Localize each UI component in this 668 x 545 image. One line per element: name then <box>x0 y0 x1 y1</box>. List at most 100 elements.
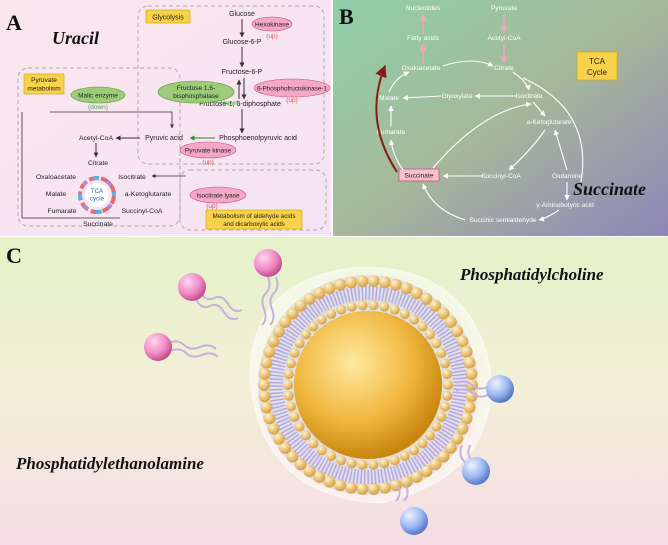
lipid-head-bead <box>326 451 337 462</box>
lipid-head-bead <box>326 308 337 319</box>
lipid-head-bead <box>300 430 311 441</box>
outer-tails <box>269 286 467 484</box>
lipid-head-bead <box>463 356 476 369</box>
node-succinyl-coa: Succinyl-CoA <box>122 208 163 215</box>
lipid-head-bead <box>368 459 379 470</box>
lipid-head-bead <box>357 459 368 470</box>
enzyme-icl-label: Isocitrate lyase <box>196 193 240 200</box>
blue-lipid-3 <box>395 484 428 535</box>
node-pep: Phosphoenolpyruvic acid <box>219 135 297 142</box>
lipid-head-bead <box>437 307 450 320</box>
lipid-head-bead <box>444 316 457 329</box>
hexokinase-regulation: (up) <box>266 33 278 40</box>
enzyme-fbpase-line1: Fructose 1,6- <box>177 85 215 92</box>
lipid-head-bead <box>442 369 453 380</box>
pyruvate-metabolism-box <box>23 73 65 95</box>
arrow-malate-oaa <box>388 71 410 93</box>
node-succinate: Succinate <box>83 221 113 228</box>
lipid-head-bead <box>279 316 292 329</box>
node-acetyl-coa: Acetyl-CoA <box>79 135 113 142</box>
enzyme-fructose-bisphosphatase <box>157 80 235 104</box>
panel-b-background <box>333 0 668 236</box>
lipid-head-bead <box>263 345 276 358</box>
enzyme-pfk <box>253 78 331 98</box>
panel-a-title: Uracil <box>52 28 99 48</box>
outer-head-groups <box>258 275 478 495</box>
lipid-head-bead <box>379 301 390 312</box>
enzyme-hexokinase <box>251 16 293 32</box>
lipid-head-bead <box>425 329 436 340</box>
lipid-head-bead <box>286 307 299 320</box>
lipid-head-bead <box>429 299 442 312</box>
lipid-head-bead <box>323 475 336 488</box>
lipid-head-bead <box>334 278 347 291</box>
node-malate: Malate <box>46 191 67 198</box>
arrow-aketo-succinylcoa <box>508 129 546 171</box>
arrow-glutamine-aketo <box>553 129 568 171</box>
metabolism-region <box>179 169 327 231</box>
lipid-head-bead <box>379 458 390 469</box>
lipid-head-bead <box>378 481 391 494</box>
lipid-head-bead <box>409 445 420 456</box>
lipid-head-bead <box>389 278 402 291</box>
lipid-head-bead <box>429 458 442 471</box>
tca-cycle-line2: Cycle <box>587 68 608 77</box>
lipid-head-bead <box>258 390 271 403</box>
lipid-head-bead <box>316 314 327 325</box>
node-b-gaba: γ-Aminobutyric acid <box>536 202 594 209</box>
lipid-head-bead <box>303 465 316 478</box>
lipid-head-bead <box>444 441 457 454</box>
pyruvate-metabolism-line1: Pyruvate <box>31 77 57 84</box>
lipid-head-bead <box>286 450 299 463</box>
pk-regulation: (up) <box>202 159 214 166</box>
lipid-head-bead <box>283 380 293 390</box>
node-fumarate: Fumarate <box>47 208 76 215</box>
lipid-head-bead <box>431 421 442 432</box>
arrow-oaa-citrate <box>442 60 494 67</box>
lipid-head-bead <box>440 401 451 412</box>
enzyme-isocitrate-lyase <box>189 186 247 204</box>
tca-label-line1: TCA <box>91 188 104 195</box>
node-b-isocitrate: Isocitrate <box>516 93 543 100</box>
lipid-head-bead <box>308 321 319 332</box>
lipid-head-bead <box>289 348 300 359</box>
lipid-head-bead <box>294 338 305 349</box>
node-fructose-6-p: Fructose-6-P <box>222 69 263 76</box>
lipid-head-bead <box>346 301 357 312</box>
lipid-head-bead <box>451 432 464 445</box>
panel-c-letter: C <box>6 243 22 268</box>
arrow-isocitrate-aketo <box>532 101 546 117</box>
lipid-head-bead <box>345 276 358 289</box>
pink-lipid-2 <box>254 249 282 326</box>
enzyme-malic-label: Malic enzyme <box>78 93 118 100</box>
panel-b-diagram: B Succinate TCA Cycle Nucleotides Pyruva… <box>333 0 668 236</box>
liposome-core <box>294 311 442 459</box>
lipid-head-bead <box>465 367 478 380</box>
lipid-head-bead <box>345 481 358 494</box>
pyruvate-metabolism-line2: metabolism <box>27 86 60 93</box>
fbpase-regulation: (down) <box>220 100 240 107</box>
node-b-glyoxylate: Glyoxylate <box>442 93 473 100</box>
lipid-head-bead <box>443 380 453 390</box>
pyruvate-region <box>17 67 181 227</box>
malic-regulation: (down) <box>88 104 108 111</box>
panel-c-illustration: C Phosphatidylcholine Phosphatidylethano… <box>0 237 668 545</box>
node-glucose-6-p: Glucose-6-P <box>223 39 262 46</box>
pink-lipid-1 <box>178 273 243 321</box>
enzyme-malic <box>70 86 126 104</box>
node-b-succinate: Succinate <box>405 173 434 180</box>
tca-cycle-line1: TCA <box>589 57 606 66</box>
enzyme-pyruvate-kinase <box>179 141 237 159</box>
node-pyruvic-acid: Pyruvic acid <box>145 135 183 142</box>
lipid-head-bead <box>323 282 336 295</box>
lipid-head-bead <box>336 455 347 466</box>
lipid-head-bead <box>285 358 296 369</box>
lipid-head-bead <box>389 304 400 315</box>
lipid-head-bead <box>460 412 473 425</box>
tca-ring <box>78 176 116 214</box>
lipid-head-bead <box>283 390 294 401</box>
glycolysis-label: Glycolysis <box>152 15 184 22</box>
lipid-head-bead <box>417 438 428 449</box>
icl-regulation: (up) <box>206 203 218 210</box>
lipid-head-bead <box>463 401 476 414</box>
